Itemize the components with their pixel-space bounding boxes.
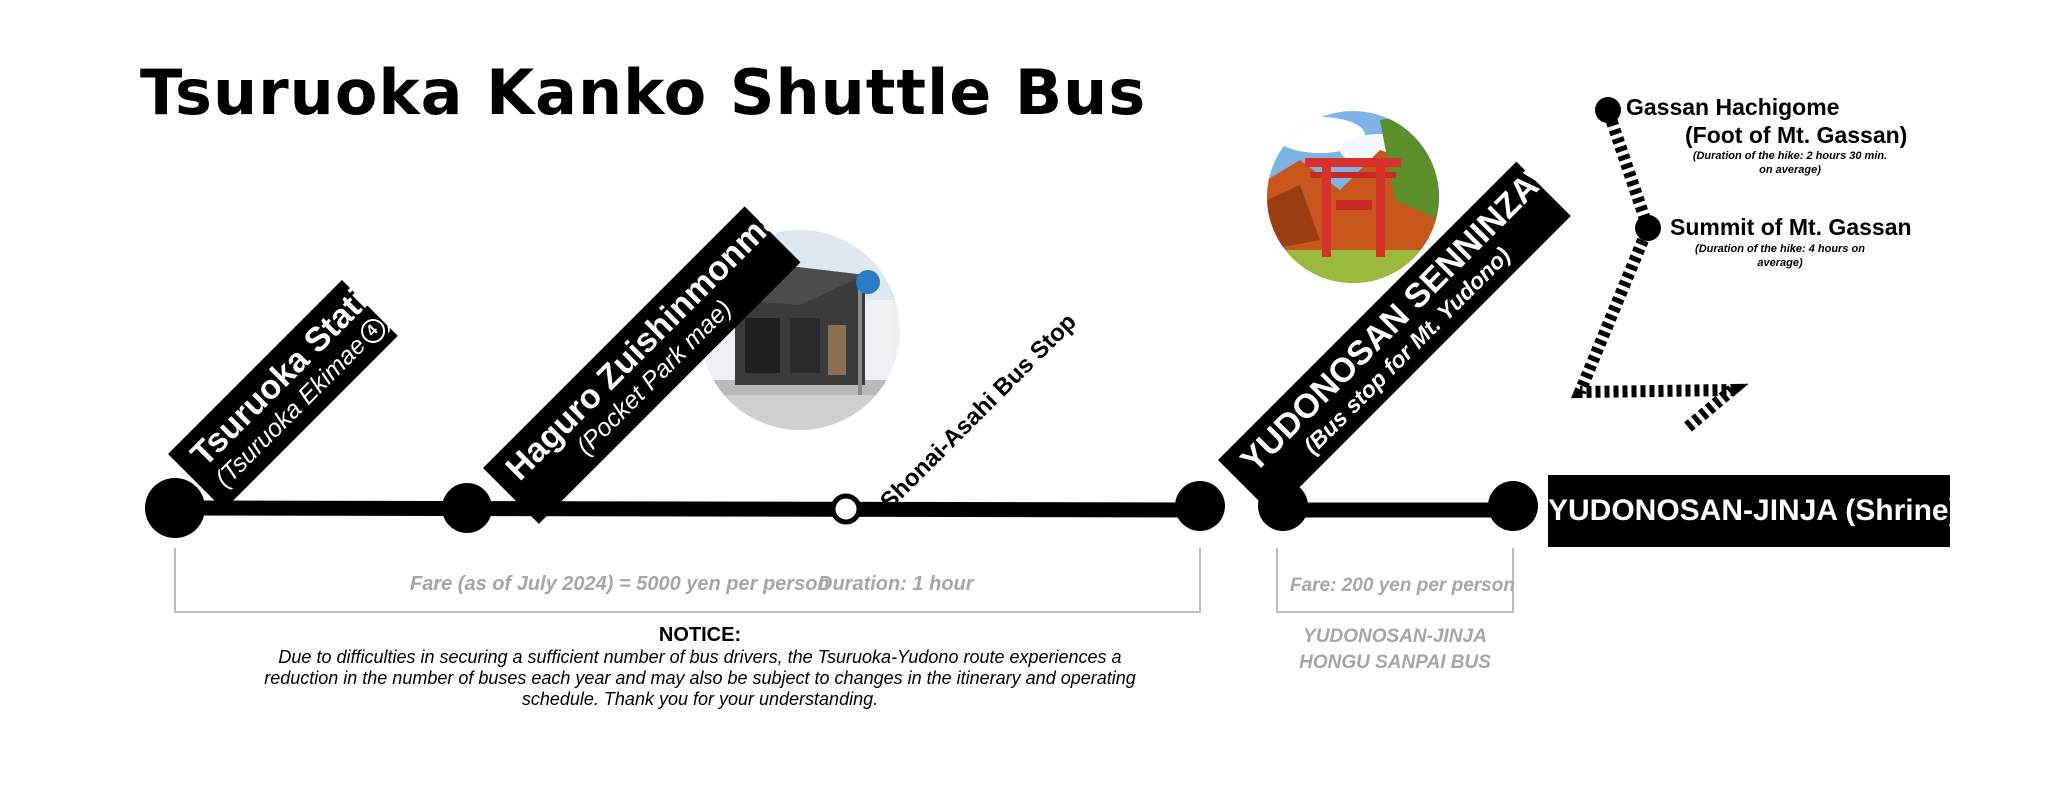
shrine-label: YUDONOSAN-JINJA (Shrine) [1548, 475, 1959, 547]
notice-title: NOTICE: [658, 624, 742, 646]
tsuruoka-station-dot [145, 478, 205, 538]
hiking-trail [1570, 108, 1749, 432]
torii-photo [1267, 111, 1439, 283]
main-route-line [176, 500, 1201, 518]
shrine-dot [1488, 481, 1538, 531]
gassan-summit-name: Summit of Mt. Gassan [1670, 214, 1912, 240]
gassan-hachigome-note: (Duration of the hike: 2 hours 30 min. o… [1692, 150, 1888, 176]
route2-fare: Fare: 200 yen per person [1290, 575, 1515, 596]
page-title: Tsuruoka Kanko Shuttle Bus [140, 56, 1147, 129]
gassan-summit-note: (Duration of the hike: 4 hours on averag… [1695, 243, 1865, 269]
shonai-asahi-dot [830, 493, 862, 525]
gassan-hachigome-name: Gassan Hachigome [1626, 94, 1840, 120]
gassan-summit-dot [1635, 215, 1661, 241]
route2-bus-line2: HONGU SANPAI BUS [1299, 652, 1491, 673]
senninzawa-dot-a [1175, 481, 1225, 531]
haguro-dot [442, 483, 492, 533]
notice: NOTICE: Due to difficulties in securing … [260, 624, 1140, 710]
fare-bracket-1 [174, 548, 1201, 613]
gassan-hachigome-sub: (Foot of Mt. Gassan) [1685, 122, 1908, 148]
notice-body: Due to difficulties in securing a suffic… [264, 647, 1136, 710]
route1-duration: Duration: 1 hour [818, 573, 974, 595]
gassan-hachigome-dot [1595, 97, 1621, 123]
route2-bus-line1: YUDONOSAN-JINJA [1303, 626, 1487, 647]
fare-bracket-2 [1276, 548, 1514, 613]
route1-fare: Fare (as of July 2024) = 5000 yen per pe… [410, 573, 830, 595]
